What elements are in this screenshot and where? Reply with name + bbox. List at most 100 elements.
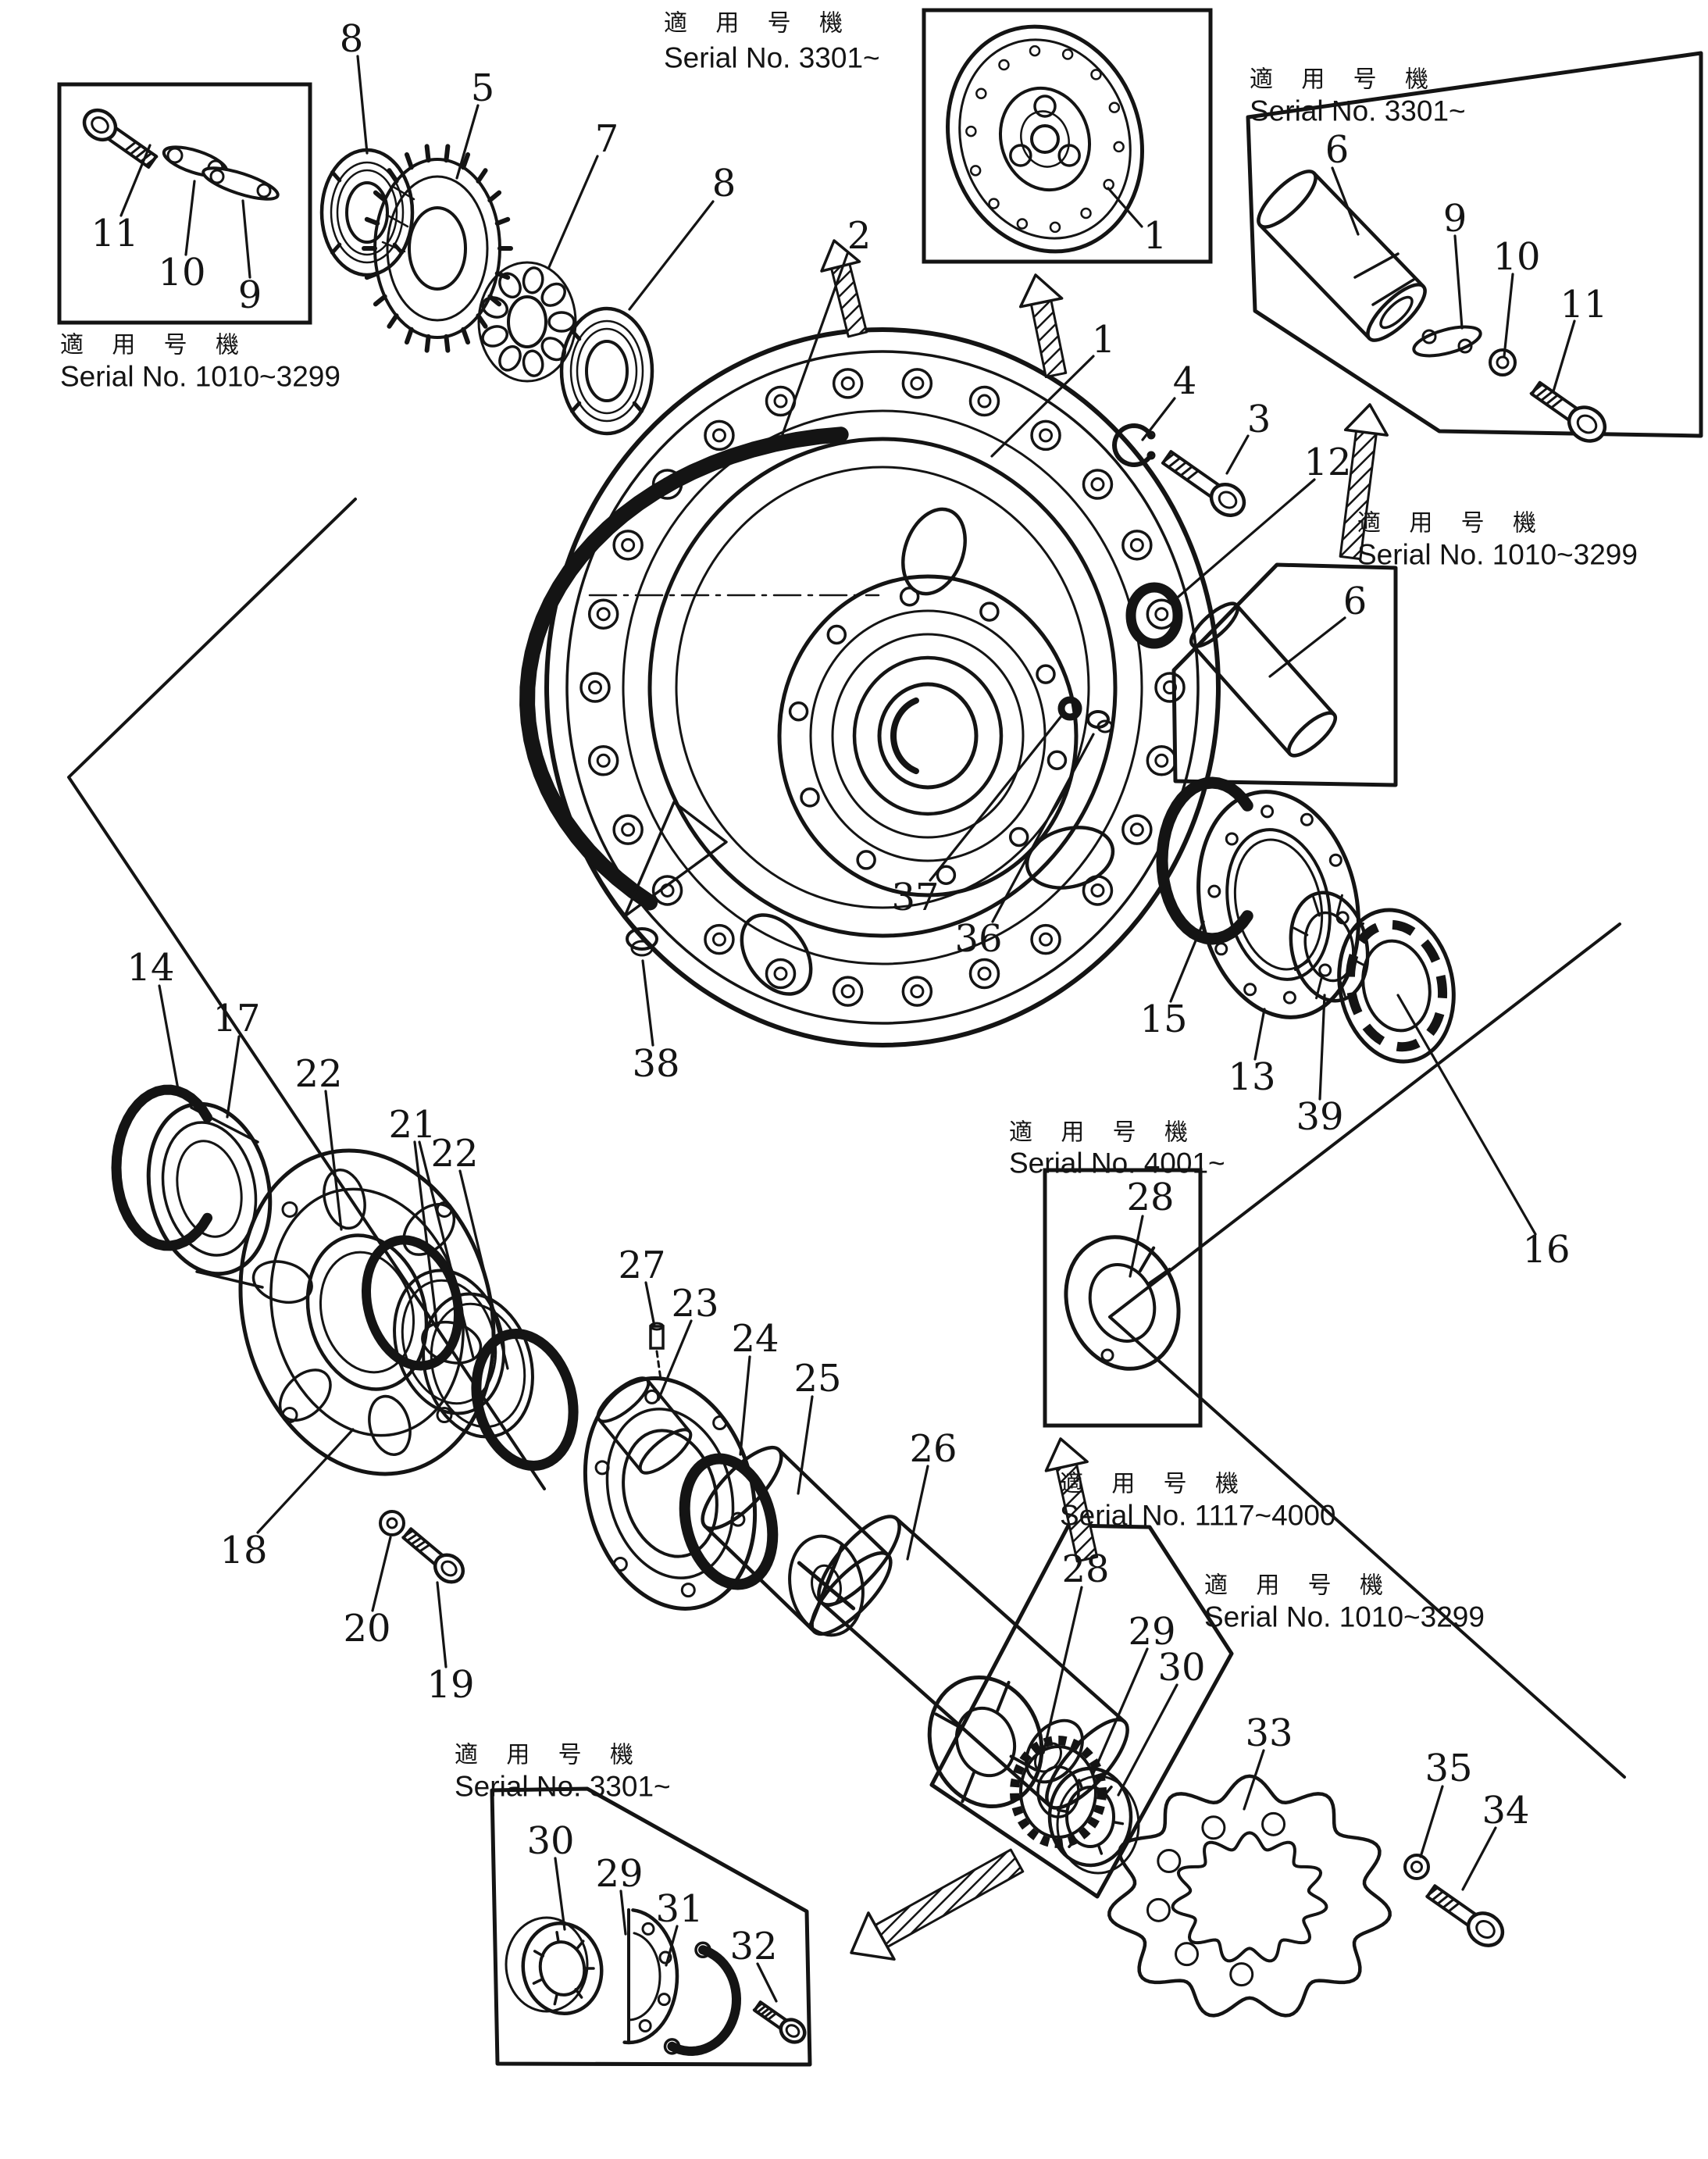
part-label-32: 32 <box>729 1925 777 1968</box>
part-label-15: 15 <box>1139 997 1187 1041</box>
serial-note-en-bottom-left: Serial No. 3301~ <box>455 1771 671 1803</box>
leader-line-10-left <box>184 180 196 256</box>
leader-line-4 <box>1141 397 1176 441</box>
part-label-6-upper: 6 <box>1325 128 1350 172</box>
leader-line-5 <box>455 104 480 180</box>
part-label-19: 19 <box>426 1663 474 1707</box>
part-label-6-lower: 6 <box>1343 580 1367 623</box>
part-label-21: 21 <box>388 1103 436 1147</box>
part-label-30-3301: 30 <box>526 1819 574 1863</box>
leader-line-3 <box>1225 434 1250 475</box>
leader-line-8-left <box>356 55 369 155</box>
leader-line-14 <box>158 984 180 1095</box>
part-label-26: 26 <box>909 1427 957 1471</box>
leader-line-39 <box>1318 994 1326 1101</box>
part-label-7: 7 <box>595 117 619 161</box>
serial-note-en-top-left: Serial No. 1010~3299 <box>60 361 341 393</box>
leader-line-36 <box>991 733 1095 923</box>
leader-line-22-a <box>324 1090 343 1231</box>
leader-line-31 <box>665 1925 679 1967</box>
leader-line-26 <box>906 1465 929 1561</box>
part-label-11-right: 11 <box>1560 283 1607 327</box>
leader-line-27 <box>644 1281 656 1328</box>
leader-line-30-3301 <box>554 1857 566 1931</box>
leader-line-34 <box>1461 1826 1497 1891</box>
serial-note-jp-mid-bottom: 適 用 号 機 <box>1204 1573 1394 1599</box>
leader-line-1-inset <box>1107 187 1143 228</box>
leader-line-32 <box>756 1962 778 2003</box>
leader-line-9-right <box>1453 234 1464 330</box>
leader-line-20 <box>371 1536 392 1612</box>
leader-line-13 <box>1253 1008 1266 1061</box>
part-label-1-main: 1 <box>1092 318 1116 362</box>
leader-line-37 <box>929 712 1065 882</box>
serial-note-en-mid-bottom: Serial No. 1010~3299 <box>1204 1601 1485 1633</box>
part-label-14: 14 <box>127 946 174 990</box>
part-label-4: 4 <box>1173 359 1197 403</box>
part-label-8-left: 8 <box>340 17 364 61</box>
part-label-30-1117: 30 <box>1157 1646 1205 1690</box>
serial-note-jp-box-1117: 適 用 号 機 <box>1060 1472 1250 1497</box>
leader-line-15 <box>1169 920 1205 1003</box>
serial-note-en-box-1117: Serial No. 1117~4000 <box>1060 1500 1335 1532</box>
part-label-16: 16 <box>1522 1228 1570 1272</box>
part-label-27: 27 <box>618 1244 665 1287</box>
leader-line-17 <box>226 1035 241 1119</box>
part-label-8-right: 8 <box>712 162 736 205</box>
part-label-12: 12 <box>1303 441 1351 484</box>
leader-line-9-left <box>241 199 251 279</box>
part-label-9-left: 9 <box>238 273 262 317</box>
leader-line-24 <box>739 1355 751 1456</box>
leader-line-38 <box>641 959 654 1047</box>
leader-line-8-right <box>628 200 715 311</box>
part-label-28-4001: 28 <box>1126 1176 1174 1219</box>
serial-note-jp-box-4001: 適 用 号 機 <box>1009 1120 1199 1146</box>
part-label-13: 13 <box>1228 1055 1275 1099</box>
part-label-1-inset: 1 <box>1143 214 1168 258</box>
leader-line-10-right <box>1503 273 1514 358</box>
part-label-23: 23 <box>671 1282 719 1326</box>
part-label-22-b: 22 <box>430 1132 478 1176</box>
serial-note-en-top-right: Serial No. 3301~ <box>1250 95 1466 127</box>
leader-line-33 <box>1243 1749 1265 1811</box>
part-label-24: 24 <box>731 1317 779 1361</box>
leader-line-11-right <box>1552 319 1576 393</box>
serial-note-en-top-center: Serial No. 3301~ <box>664 42 880 74</box>
part-label-38: 38 <box>632 1042 679 1086</box>
leader-line-30-1117 <box>1117 1683 1178 1797</box>
leader-line-2 <box>781 252 849 436</box>
part-label-22-a: 22 <box>294 1052 342 1096</box>
leader-line-23 <box>657 1319 693 1401</box>
part-label-2: 2 <box>847 214 872 258</box>
part-label-18: 18 <box>219 1529 267 1572</box>
serial-note-en-mid-right: Serial No. 1010~3299 <box>1357 539 1638 571</box>
serial-note-jp-top-left: 適 用 号 機 <box>60 333 250 359</box>
part-label-36: 36 <box>954 917 1002 961</box>
part-label-37: 37 <box>891 876 939 919</box>
leader-line-21 <box>418 1140 475 1359</box>
diagram-artwork <box>57 8 1703 2067</box>
part-label-10-right: 10 <box>1492 235 1540 279</box>
leader-line-19 <box>436 1581 448 1668</box>
leader-line-29-1117 <box>1092 1647 1149 1775</box>
leader-line-7 <box>547 155 599 269</box>
leader-line-11-left <box>119 144 152 217</box>
leader-line-25 <box>797 1395 814 1495</box>
serial-note-jp-top-center: 適 用 号 機 <box>664 11 854 37</box>
part-label-35: 35 <box>1425 1747 1472 1790</box>
part-label-11-left: 11 <box>91 212 138 255</box>
part-label-39: 39 <box>1296 1095 1343 1139</box>
leader-line-21 <box>413 1140 439 1331</box>
part-label-3: 3 <box>1247 398 1271 441</box>
part-label-34: 34 <box>1482 1789 1529 1832</box>
leader-line-12 <box>1172 478 1316 602</box>
leader-line-18 <box>256 1428 355 1534</box>
part-label-25: 25 <box>793 1357 841 1401</box>
leader-line-6-upper <box>1331 166 1360 236</box>
serial-note-jp-top-right: 適 用 号 機 <box>1250 67 1439 93</box>
part-label-5: 5 <box>471 66 495 110</box>
